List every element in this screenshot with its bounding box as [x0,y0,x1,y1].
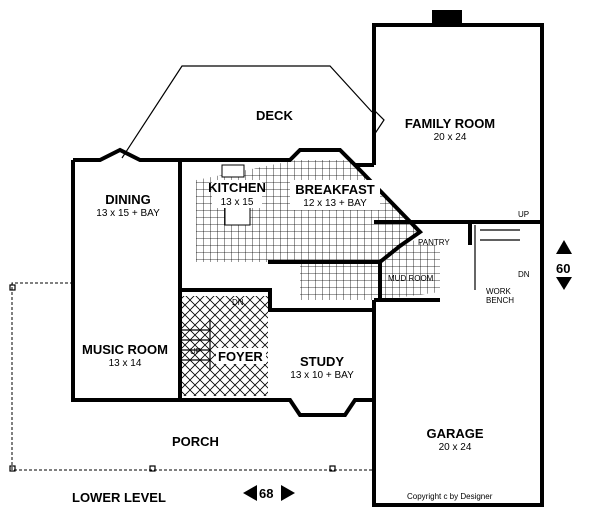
deck [121,65,373,159]
mud-room-floor [300,238,440,300]
deck-label: DECK [256,108,293,123]
family-room-size: 20 x 24 [434,132,467,143]
arrow-left-icon [243,485,257,501]
porch-label: PORCH [172,434,219,449]
sink [221,164,245,178]
garage-label: GARAGE [426,426,483,441]
music-room-size: 13 x 14 [109,358,142,369]
stair-wall [374,220,542,245]
dining-label: DINING [105,192,151,207]
work-bench-label-2: BENCH [486,296,514,305]
copyright: Copyright c by Designer [407,492,493,501]
main-walls [71,147,424,417]
family-room-label: FAMILY ROOM [405,116,495,131]
kitchen-size: 13 x 15 [221,197,254,208]
music-room-label: MUSIC ROOM [82,342,168,357]
foyer-floor [180,296,268,396]
mud-room-label: MUD ROOM [388,274,434,283]
family-room [372,10,544,507]
width-dimension: 68 [259,486,273,501]
study-size: 13 x 10 + BAY [290,370,354,381]
foyer-label: FOYER [218,349,263,364]
pantry-label: PANTRY [418,238,450,247]
breakfast-label: BREAKFAST [295,182,375,197]
foyer-stair-dn-label: DN [232,298,244,307]
arrow-right-icon [281,485,295,501]
kitchen-label: KITCHEN [208,180,266,195]
level-title: LOWER LEVEL [72,490,166,505]
arrow-up-icon [556,240,572,254]
depth-dimension: 60 [556,261,570,276]
breakfast-size: 12 x 13 + BAY [303,198,367,209]
study-label: STUDY [300,354,344,369]
stairs-foyer [180,225,520,370]
foyer-stair-up-label: UP [190,347,201,356]
work-bench-label-1: WORK [486,287,512,296]
stair-up-label: UP [518,210,529,219]
garage-size: 20 x 24 [439,442,472,453]
arrow-down-icon [556,277,572,290]
stair-dn-label: DN [518,270,530,279]
porch [9,282,374,472]
dining-size: 13 x 15 + BAY [96,208,160,219]
